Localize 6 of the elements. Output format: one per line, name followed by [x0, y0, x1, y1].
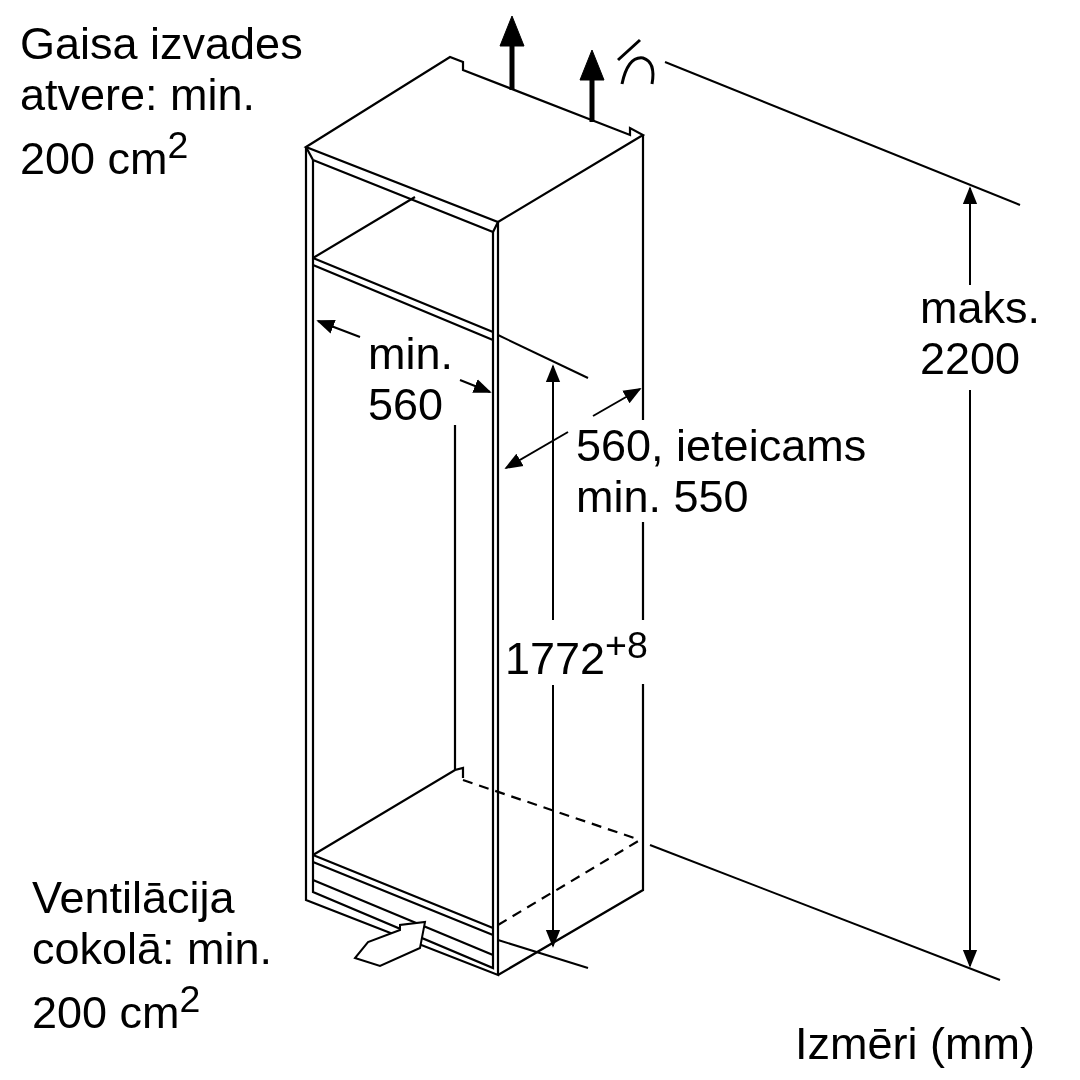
dimension-label: min. 560 — [368, 328, 454, 430]
dimension-label: 1772$^{+8}$ — [505, 620, 648, 684]
air-outlet-note: Gaisa izvades atvere: min. 200 cm$^{2}$ — [20, 18, 304, 184]
units-note: Izmēri (mm) — [795, 1018, 1035, 1069]
dimension-label: maks. 2200 — [920, 282, 1041, 384]
plinth-ventilation-note: Ventilācija cokolā: min. 200 cm$^{2}$ — [32, 872, 274, 1038]
